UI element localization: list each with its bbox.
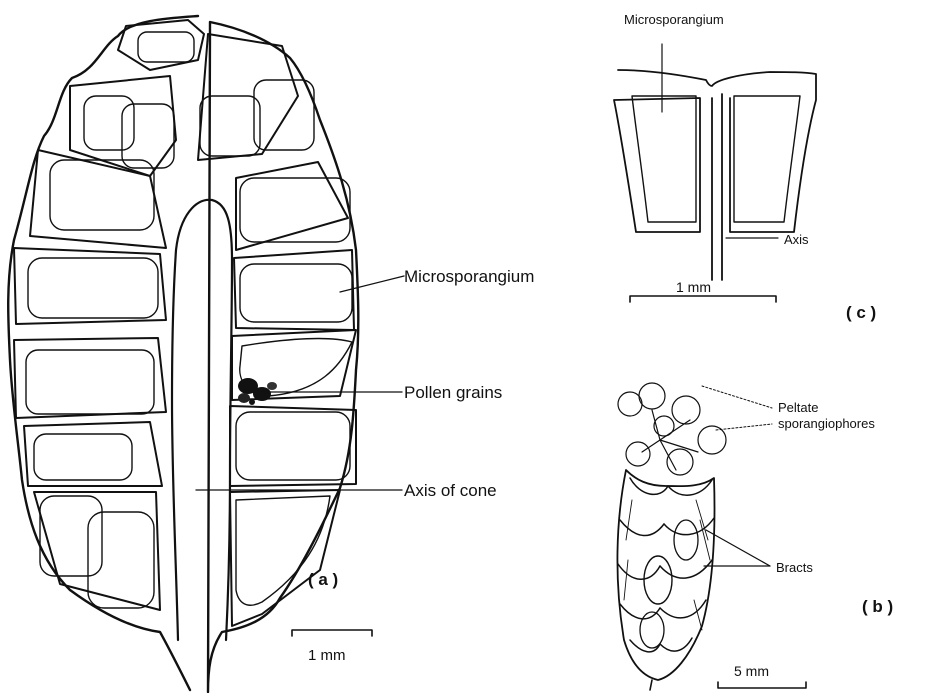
label-axis-c: Axis — [784, 232, 809, 247]
microsporangia-right — [198, 34, 356, 626]
scale-bar-b — [718, 682, 806, 688]
microsporangia-left — [14, 20, 204, 610]
cone-axis — [172, 200, 232, 640]
panel-a-label: ( a ) — [308, 570, 338, 589]
label-pollen-grains: Pollen grains — [404, 383, 502, 402]
scale-text-a: 1 mm — [308, 647, 346, 664]
label-peltate: Peltate — [778, 400, 818, 415]
section-sporangium-left — [632, 96, 696, 222]
label-sporangiophores: sporangiophores — [778, 416, 875, 431]
leader-peltate-2 — [716, 424, 772, 430]
cone-outline — [8, 16, 358, 692]
leader-peltate — [702, 386, 772, 408]
leader-microsporangium-a — [340, 276, 404, 292]
panel-b-label: ( b ) — [862, 597, 893, 616]
scale-bar-a — [292, 630, 372, 636]
leader-bracts-1 — [706, 530, 770, 566]
peltate-sporangiophores — [618, 383, 726, 475]
panel-a-cone — [8, 16, 404, 692]
panel-c-section — [614, 44, 816, 302]
label-microsporangium-c: Microsporangium — [624, 12, 724, 27]
section-sporangium-right — [734, 96, 800, 222]
scale-bar-c — [630, 296, 776, 302]
label-axis-of-cone: Axis of cone — [404, 481, 497, 500]
scale-text-c: 1 mm — [676, 279, 711, 295]
section-outline — [614, 70, 816, 280]
scale-text-b: 5 mm — [734, 663, 769, 679]
label-bracts: Bracts — [776, 560, 813, 575]
label-microsporangium-a: Microsporangium — [404, 267, 534, 286]
panel-c-label: ( c ) — [846, 303, 876, 322]
